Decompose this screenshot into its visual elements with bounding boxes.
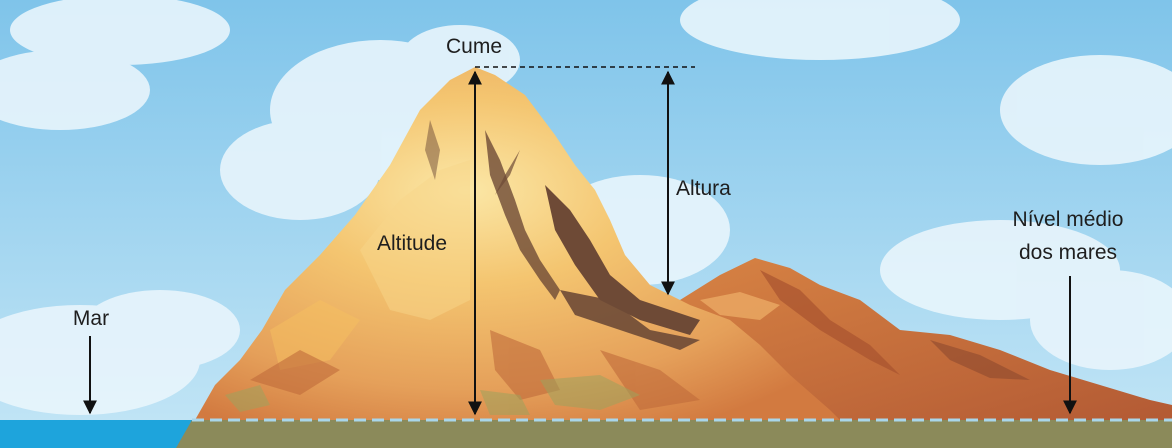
sea [0,420,200,448]
sea-label: Mar [73,307,109,330]
summit-label: Cume [446,35,502,58]
altitude-label: Altitude [377,232,447,255]
ground [176,420,1172,448]
sea-level-label-line1: Nível médio [1013,208,1124,231]
height-label: Altura [676,177,731,200]
rock-shadows [425,120,700,350]
sea-level-label-line2: dos mares [1019,241,1117,264]
